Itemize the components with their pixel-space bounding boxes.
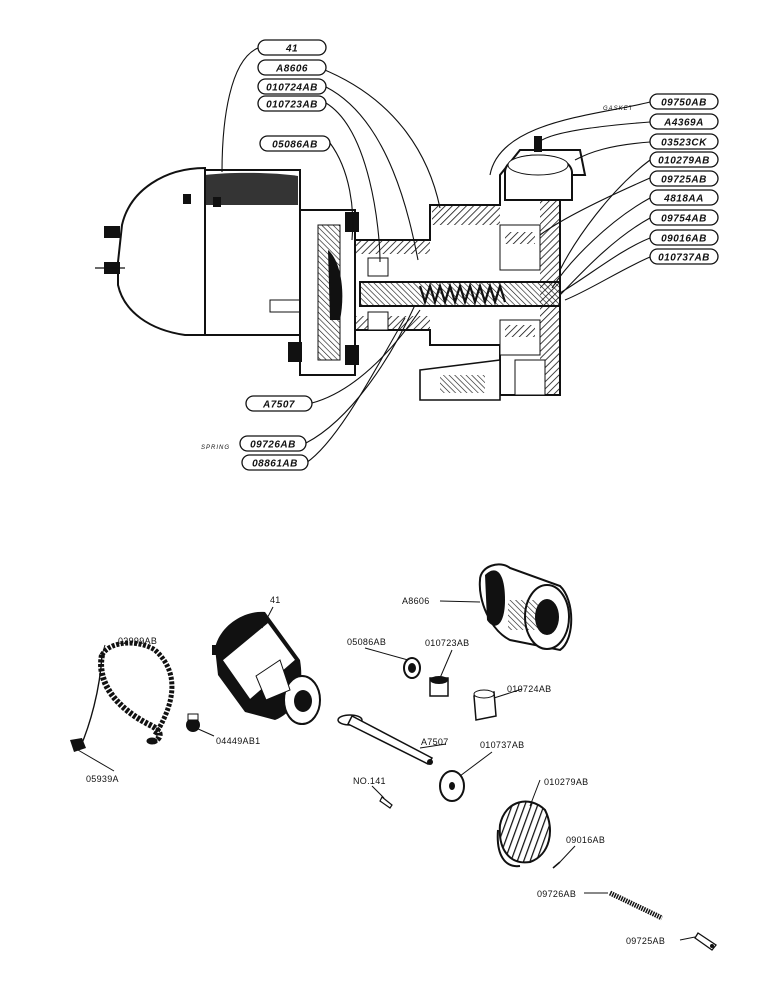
exploded-parts [70,563,717,951]
small-pin-icon [552,861,561,869]
callout-41: 41 [257,39,327,56]
callout-09016ab: 09016AB [649,229,719,246]
terminal-stud-1 [104,226,120,238]
svg-text:09750AB: 09750AB [661,98,707,109]
svg-text:08861AB: 08861AB [252,459,298,470]
svg-text:09016AB: 09016AB [661,234,707,245]
svg-text:4818AA: 4818AA [663,194,704,205]
cable-icon [79,640,175,749]
leader-lines-bottom [77,600,696,941]
cotter-pin-icon [379,796,393,809]
gasket-note: GASKET [603,106,634,112]
label-a8606: A8606 [402,596,430,606]
svg-text:A7507: A7507 [262,400,295,411]
callout-03523ck: 03523CK [649,133,719,150]
sleeve-010724-icon [473,689,497,721]
svg-text:03523CK: 03523CK [661,138,707,149]
label-010737ab: 010737AB [480,740,524,750]
svg-text:010723AB: 010723AB [266,100,318,111]
callout-010737ab: 010737AB [649,248,719,265]
label-41: 41 [270,595,281,605]
starter-motor-icon [212,611,321,725]
callout-010279ab: 010279AB [649,151,719,168]
label-no141: NO.141 [353,776,386,786]
motor-end-cap [117,166,206,336]
washer-icon [439,770,465,802]
terminal-clip-icon [70,738,86,752]
drive-housing-icon [478,563,573,652]
svg-text:010724AB: 010724AB [266,83,318,94]
callout-05086ab: 05086AB [259,135,331,152]
sectional-assembly [95,136,587,401]
pin-a7507-icon [337,714,434,765]
callout-4818aa: 4818AA [649,189,719,206]
svg-text:09726AB: 09726AB [250,440,296,451]
pinion-gear-icon [496,800,551,868]
spring-icon [608,890,664,921]
sleeve-010723-icon [429,676,449,697]
label-010723ab: 010723AB [425,638,469,648]
sleeve-05086-icon [403,657,421,679]
spring-coil [418,282,507,306]
callout-08861ab: 08861AB [241,454,309,471]
spring-note: SPRING [201,445,230,451]
callout-010724ab: 010724AB [257,78,327,95]
svg-text:09725AB: 09725AB [661,175,707,186]
label-010279ab: 010279AB [544,777,588,787]
svg-text:A4369A: A4369A [663,118,704,129]
label-010724ab: 010724AB [507,684,551,694]
label-09726ab: 09726AB [537,889,576,899]
callout-09726ab: 09726AB [239,435,307,452]
callout-09754ab: 09754AB [649,209,719,226]
label-02999ab: 02999AB [118,636,157,646]
label-05939a: 05939A [86,774,119,784]
callout-010723ab: 010723AB [257,95,327,112]
svg-text:09754AB: 09754AB [661,214,707,225]
label-a7507: A7507 [421,737,449,747]
label-05086ab: 05086AB [347,637,386,647]
svg-text:010737AB: 010737AB [658,253,710,264]
svg-text:A8606: A8606 [275,64,308,75]
callout-a7507: A7507 [245,395,313,412]
callouts-top: 41 A8606 010724AB 010723AB 05086AB GASKE… [201,39,719,471]
callout-a8606: A8606 [257,59,327,76]
labels-bottom: 41 A8606 02999AB 05086AB 010723AB 010724… [86,595,665,946]
label-04449ab1: 04449AB1 [216,736,260,746]
callout-a4369a: A4369A [649,113,719,130]
svg-text:41: 41 [285,44,298,55]
pinion-pin-icon [694,932,717,951]
callout-09750ab: 09750AB [649,93,719,110]
label-09016ab: 09016AB [566,835,605,845]
svg-text:010279AB: 010279AB [658,156,710,167]
svg-text:05086AB: 05086AB [272,140,318,151]
leader-lines-top [221,47,651,464]
callout-09725ab: 09725AB [649,170,719,187]
label-09725ab: 09725AB [626,936,665,946]
